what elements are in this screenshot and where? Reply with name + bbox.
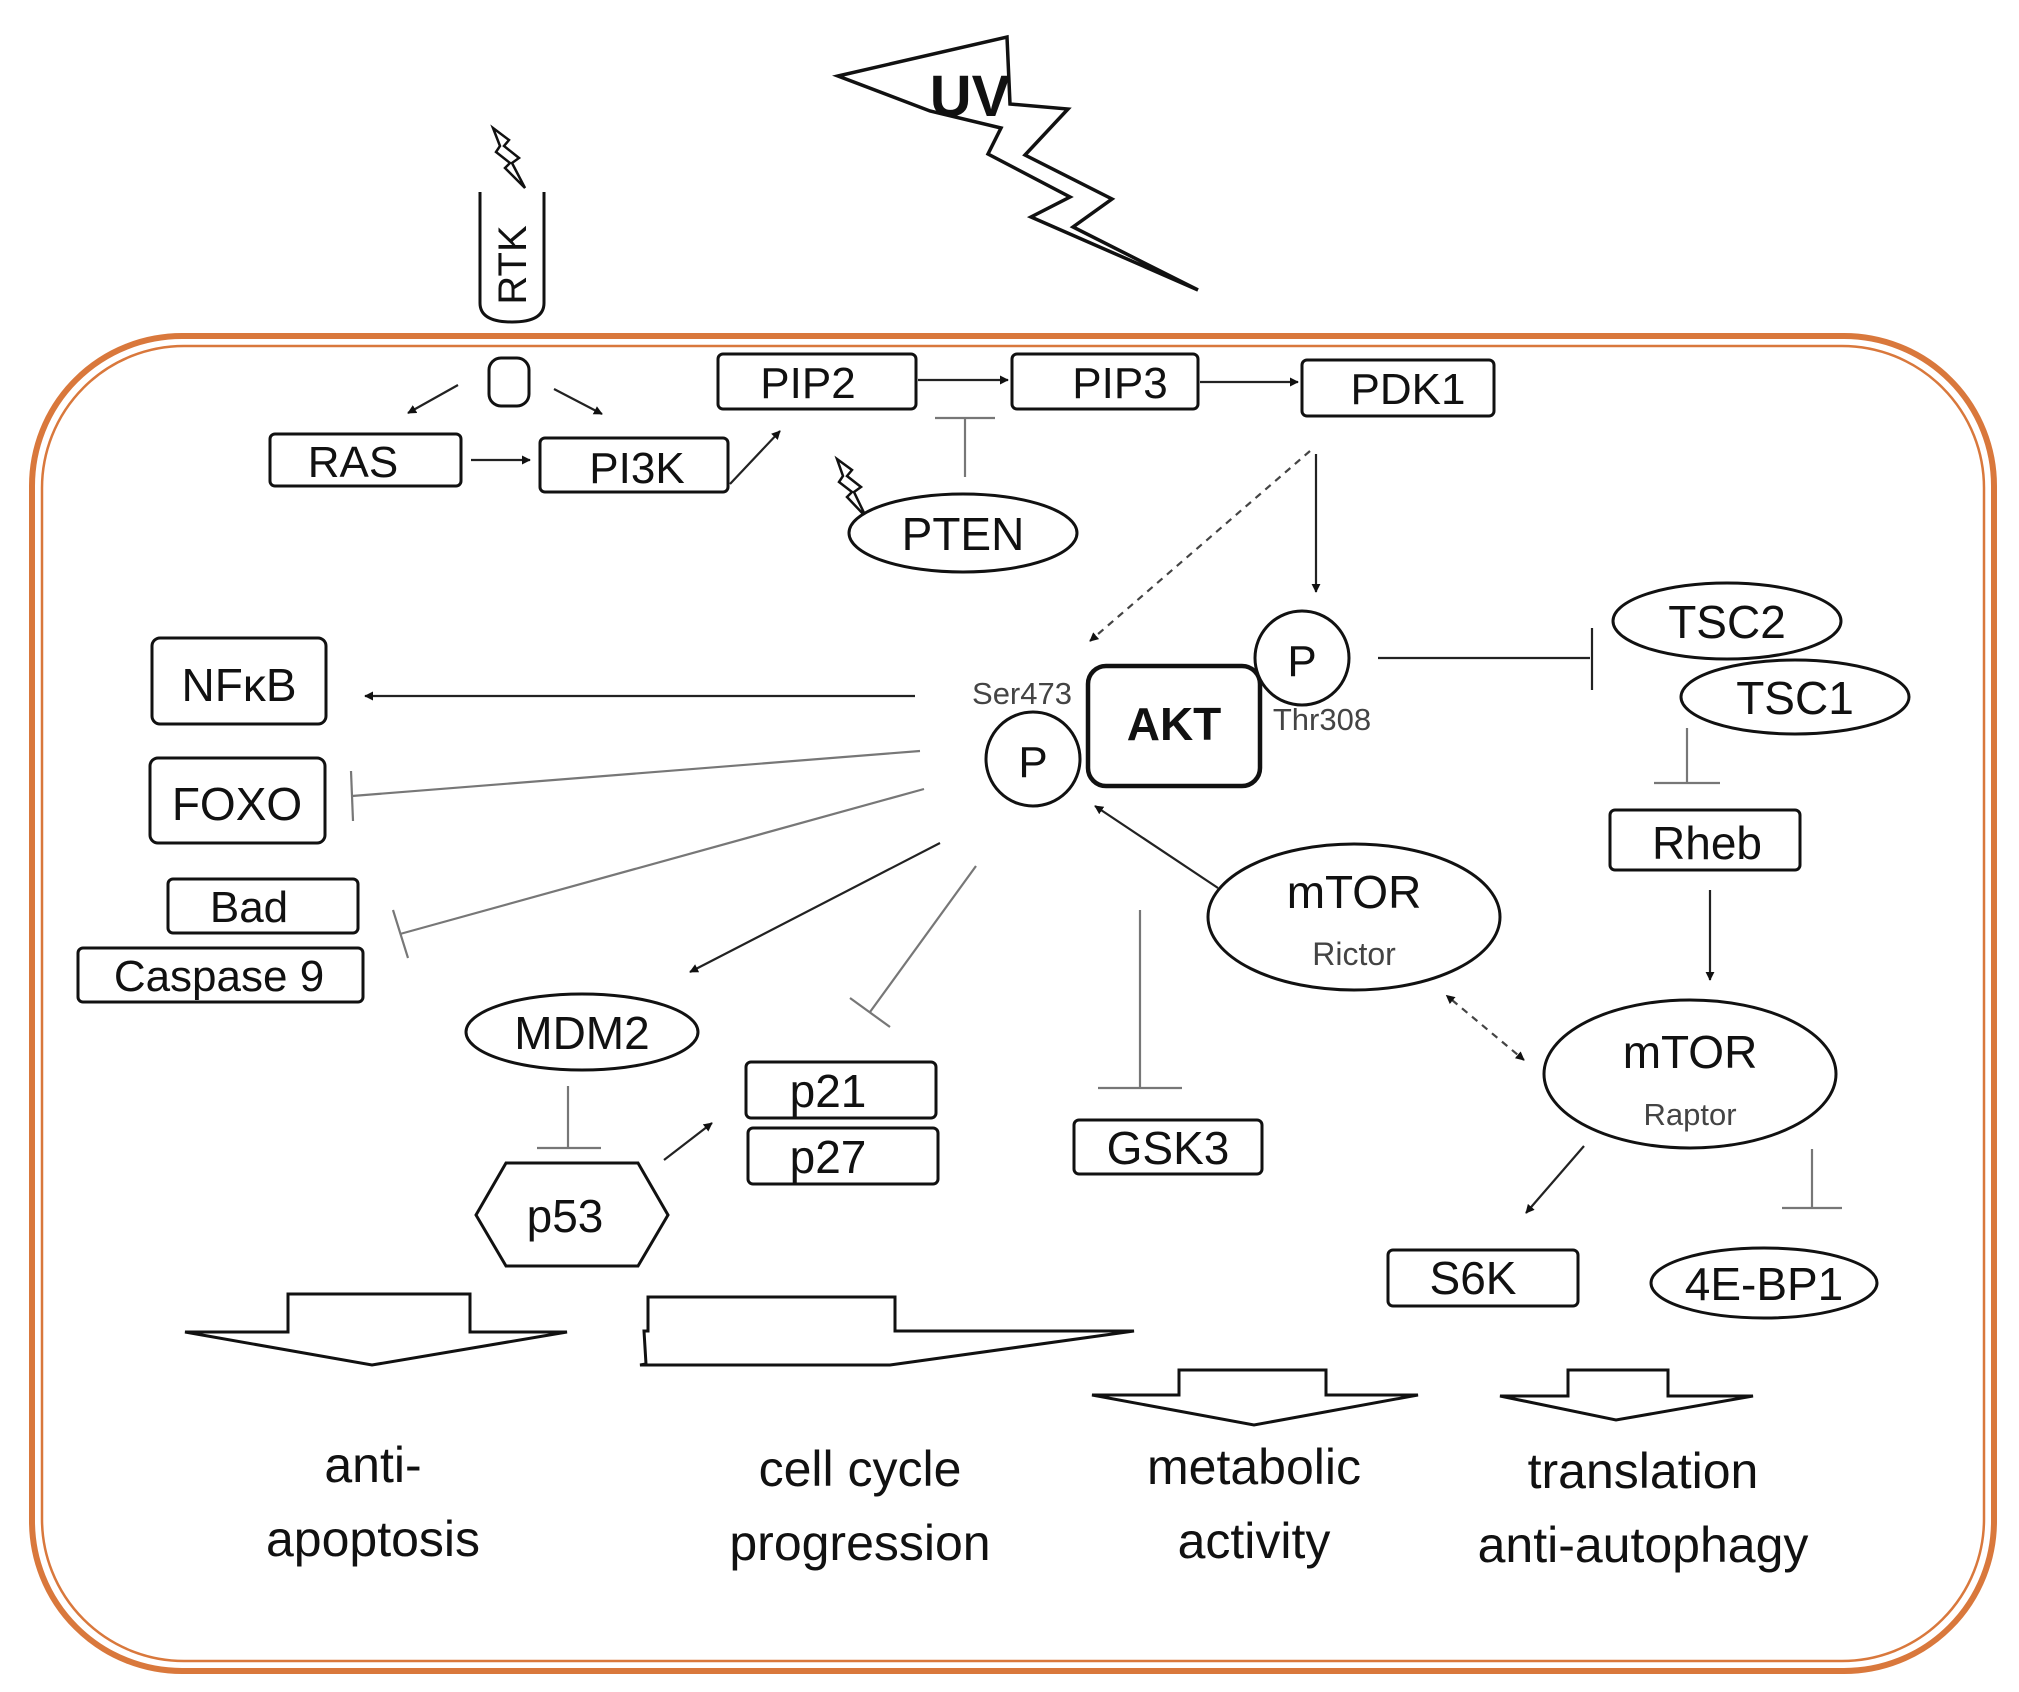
mtorc2-to-ser473-arrow [1094,805,1219,889]
uv-label: UV [930,64,1011,129]
phospho-thr308-label: P [1287,637,1316,686]
pip3-node: PIP3 [1010,352,1200,411]
cell-membrane [29,333,1997,1674]
ras-label: RAS [308,438,398,487]
mtorc1-node: mTOR Raptor [1542,998,1838,1150]
rtk-to-ras-arrow [407,384,459,414]
mdm2-node: MDM2 [464,992,700,1072]
pi3k-to-pip2-arrow [729,430,781,485]
outcome-translation: translation anti-autophagy [1478,1443,1809,1573]
p53-label: p53 [527,1190,604,1242]
p27-node: p27 [746,1126,940,1186]
4ebp1-label: 4E-BP1 [1685,1258,1844,1310]
pip2-node: PIP2 [716,352,918,411]
cell-cycle-block-arrow [639,1295,1135,1367]
rtk-receptor: RTK [478,192,546,408]
translation-line2: anti-autophagy [1478,1517,1809,1573]
metabolic-line1: metabolic [1147,1439,1361,1495]
akt-node [1085,663,1263,789]
ser473-site-label: Ser473 [972,676,1072,711]
mtorc1-to-s6k-arrow [1525,1145,1585,1214]
phospho-thr308 [1253,609,1351,707]
pdk1-to-ser473-dashed-arrow [1089,450,1311,642]
nfkb-label: NFκB [182,659,297,711]
pip2-label: PIP2 [760,359,855,408]
p53-to-p21-arrow [663,1122,713,1161]
s6k-label: S6K [1430,1252,1517,1304]
mtorc2-name: mTOR [1287,866,1422,918]
p27-label: p27 [790,1131,867,1183]
translation-line1: translation [1528,1443,1759,1499]
outcome-cell-cycle: cell cycle progression [729,1441,990,1571]
caspase9-node: Caspase 9 [76,946,365,1004]
mdm2-inhibits-p53 [537,1086,601,1150]
s6k-node: S6K [1386,1248,1580,1308]
rheb-node: Rheb [1608,808,1802,872]
uv-lightning-icon: UV [831,34,1199,292]
mtorc1-partner: Raptor [1643,1097,1736,1132]
akt-inhibits-gsk3 [1098,910,1182,1090]
tsc2-node: TSC2 [1611,581,1843,661]
pten-lightning-icon [834,455,868,518]
mtorc2-node: mTOR Rictor [1206,842,1502,992]
nfkb-node: NFκB [150,636,328,726]
gsk3-node: GSK3 [1072,1118,1264,1176]
metabolic-block-arrow [1091,1368,1419,1427]
rtk-lightning-icon [490,124,527,189]
phospho-ser473 [984,710,1082,808]
pten-inhibition [935,416,995,477]
p21-label: p21 [790,1065,867,1117]
akt-inhibits-p21 [849,865,977,1028]
anti-apoptosis-block-arrow [184,1292,568,1367]
akt-inhibits-tsc2 [1378,628,1594,690]
outcome-metabolic: metabolic activity [1147,1439,1361,1569]
anti-apoptosis-line1: anti- [324,1437,421,1493]
anti-apoptosis-line2: apoptosis [266,1511,480,1567]
ras-node: RAS [268,432,463,488]
rtk-label: RTK [491,225,535,305]
foxo-node: FOXO [148,756,327,845]
mtorc2-partner: Rictor [1312,936,1396,972]
rtk-intracellular-domain [487,356,531,408]
tsc2-label: TSC2 [1668,596,1786,648]
rheb-label: Rheb [1652,817,1762,869]
translation-block-arrow [1499,1368,1754,1422]
phospho-ser473-label: P [1018,738,1047,787]
tsc-inhibits-rheb [1654,728,1720,785]
tsc1-node: TSC1 [1679,658,1911,736]
gsk3-label: GSK3 [1107,1122,1230,1174]
pdk1-node: PDK1 [1300,358,1496,418]
foxo-label: FOXO [172,778,302,830]
cell-cycle-line2: progression [729,1515,990,1571]
pip3-label: PIP3 [1072,359,1167,408]
pi3k-label: PI3K [589,444,684,493]
caspase9-label: Caspase 9 [114,952,324,1001]
akt-to-mdm2-arrow [689,842,941,973]
akt-inhibits-foxo [349,749,921,822]
mtorc1-name: mTOR [1623,1026,1758,1078]
4ebp1-node: 4E-BP1 [1649,1246,1879,1320]
rtk-to-pi3k-arrow [553,388,603,415]
mdm2-label: MDM2 [514,1007,649,1059]
cell-cycle-line1: cell cycle [759,1441,962,1497]
metabolic-line2: activity [1178,1513,1331,1569]
p53-node: p53 [474,1161,670,1268]
p21-node: p21 [744,1060,938,1120]
pdk1-label: PDK1 [1351,365,1466,414]
pi3k-node: PI3K [538,436,730,494]
akt-label: AKT [1127,698,1222,750]
akt-inhibits-bad [391,787,925,959]
thr308-site-label: Thr308 [1273,702,1371,737]
bad-label: Bad [210,883,288,932]
mtorc2-mtorc1-bidirectional-arrow [1445,994,1525,1061]
pten-node: PTEN [847,492,1079,574]
mtorc1-inhibits-4ebp1 [1782,1149,1842,1210]
pten-label: PTEN [902,508,1025,560]
tsc1-label: TSC1 [1736,672,1854,724]
bad-node: Bad [166,877,360,935]
outcome-anti-apoptosis: anti- apoptosis [266,1437,480,1567]
akt-complex: AKT P P Ser473 Thr308 [972,609,1371,808]
